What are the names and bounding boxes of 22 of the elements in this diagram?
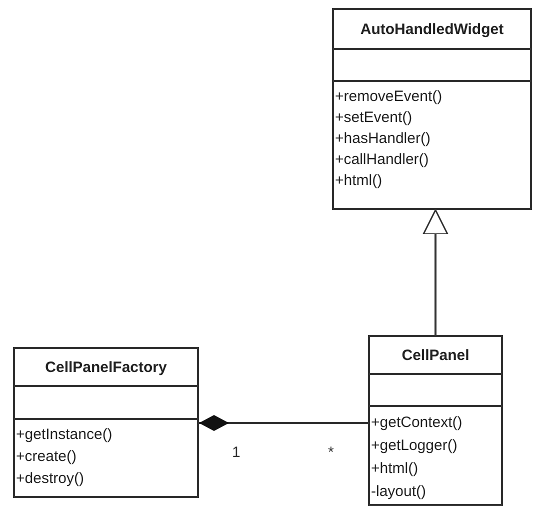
method-text: +getLogger() [370,436,458,456]
method-text: +hasHandler() [334,129,432,149]
class-name: AutoHandledWidget [360,20,504,38]
class-name: CellPanel [402,346,470,364]
method-text: +callHandler() [334,150,430,170]
inheritance-arrow [422,209,448,335]
class-box [368,335,503,506]
class-name: CellPanelFactory [45,358,167,376]
class-box [13,347,199,498]
method-text: +destroy() [15,469,85,489]
class-box [332,8,532,210]
method-text: +getContext() [370,413,464,433]
method-text: -layout() [370,482,428,502]
method-text: +setEvent() [334,108,414,128]
multiplicity-label: * [328,444,334,461]
method-text: +html() [370,459,420,479]
multiplicity-label: 1 [232,444,240,461]
method-text: +create() [15,447,78,467]
method-text: +html() [334,171,384,191]
composition-line [199,415,368,431]
method-text: +removeEvent() [334,87,444,107]
method-text: +getInstance() [15,425,114,445]
